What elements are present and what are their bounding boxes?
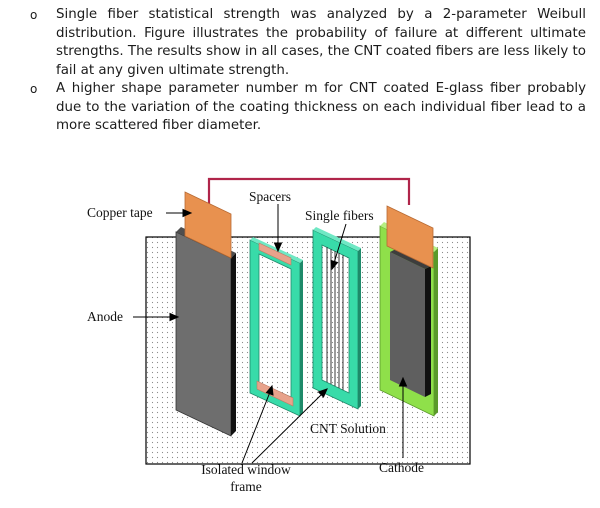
label-isolated-window-frame-line1: Isolated window xyxy=(201,462,291,477)
label-cathode: Cathode xyxy=(379,460,424,475)
window-frame-arrow-1 xyxy=(265,384,274,396)
bullet-marker: o xyxy=(30,8,38,22)
cathode-arrow xyxy=(398,376,408,387)
label-spacers: Spacers xyxy=(249,189,291,204)
label-anode: Anode xyxy=(87,309,123,324)
single-fibers-arrow xyxy=(330,259,339,271)
label-copper-tape: Copper tape xyxy=(87,205,153,220)
anode-arrow xyxy=(169,312,180,322)
window-frame-arrow-2 xyxy=(317,388,328,398)
connecting-wire xyxy=(207,177,411,205)
spacers-arrow xyxy=(273,242,283,253)
anode-plate xyxy=(175,227,236,437)
bullet-item-weibull: o Single fiber statistical strength was … xyxy=(26,6,586,80)
bullet-text: A higher shape parameter number m for CN… xyxy=(56,81,586,133)
bullet-marker: o xyxy=(30,82,38,96)
bullet-item-shape-parameter: o A higher shape parameter number m for … xyxy=(26,80,586,136)
label-isolated-window-frame-line2: frame xyxy=(230,479,261,494)
copper-tape-arrow xyxy=(182,208,193,218)
anode-copper-tape xyxy=(184,191,232,259)
bullet-text: Single fiber statistical strength was an… xyxy=(56,7,587,78)
label-single-fibers: Single fibers xyxy=(305,208,374,223)
bullet-list: o Single fiber statistical strength was … xyxy=(26,6,586,136)
cathode-assembly xyxy=(379,222,438,417)
isolated-window-frame xyxy=(249,237,303,417)
spacer-bottom xyxy=(256,380,294,407)
window-frame-leader-1 xyxy=(241,391,271,464)
single-fibers xyxy=(326,247,344,390)
single-fibers-leader xyxy=(333,223,347,264)
label-cnt-solution: CNT Solution xyxy=(310,421,386,436)
cathode-copper-tape xyxy=(386,205,434,269)
single-fiber-frame xyxy=(312,227,361,410)
window-frame-leader-2 xyxy=(251,392,324,464)
spacer-top xyxy=(258,242,292,266)
